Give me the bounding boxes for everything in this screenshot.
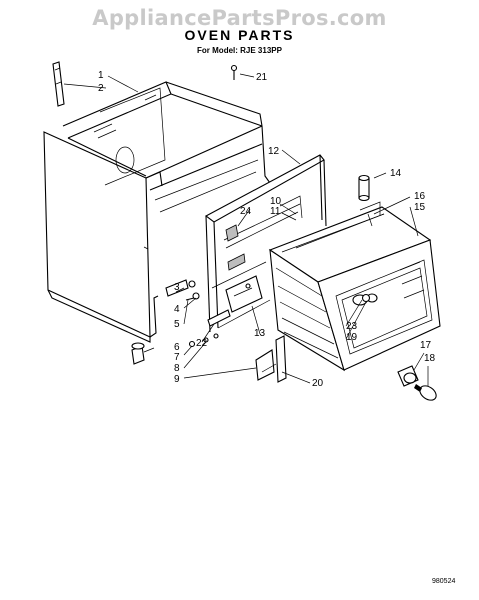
callout-21: 21 (256, 72, 268, 83)
lamp-bulb-part (397, 365, 437, 401)
callout-17: 17 (420, 340, 432, 351)
callout-7: 7 (174, 352, 180, 363)
light-socket-part (358, 174, 370, 202)
callout-6: 6 (174, 342, 180, 353)
callout-1: 1 (98, 70, 104, 81)
model-line: For Model: RJE 313PP (197, 46, 282, 55)
callout-10: 10 (270, 196, 282, 207)
callout-2: 2 (98, 83, 104, 94)
cabinet-body (43, 81, 271, 343)
callout-13: 13 (254, 328, 266, 339)
callout-labels: 1 2 3 4 5 6 7 8 9 10 11 12 13 14 15 16 1… (98, 70, 436, 389)
callout-15: 15 (414, 202, 426, 213)
callout-3: 3 (174, 282, 180, 293)
top-screw-part (230, 64, 238, 80)
callout-23: 23 (346, 321, 358, 332)
callout-20: 20 (312, 378, 324, 389)
callout-11: 11 (270, 206, 281, 217)
callout-12: 12 (268, 146, 280, 157)
oven-front-frame (204, 154, 327, 333)
side-strip-part (52, 61, 65, 107)
callout-14: 14 (390, 168, 402, 179)
callout-5: 5 (174, 319, 180, 330)
callout-8: 8 (174, 363, 180, 374)
leader-lines (63, 73, 429, 386)
watermark: AppliancePartsPros.com (92, 6, 387, 30)
callout-4: 4 (174, 304, 180, 315)
callout-18: 18 (424, 353, 436, 364)
callout-24: 24 (240, 206, 252, 217)
callout-9: 9 (174, 374, 180, 385)
callout-22: 22 (196, 338, 208, 349)
document-number: 980524 (432, 578, 456, 585)
oven-liner (268, 201, 441, 372)
callout-16: 16 (414, 191, 426, 202)
diagram-title: OVEN PARTS (184, 27, 295, 43)
callout-19: 19 (346, 332, 358, 343)
small-parts (131, 275, 371, 383)
